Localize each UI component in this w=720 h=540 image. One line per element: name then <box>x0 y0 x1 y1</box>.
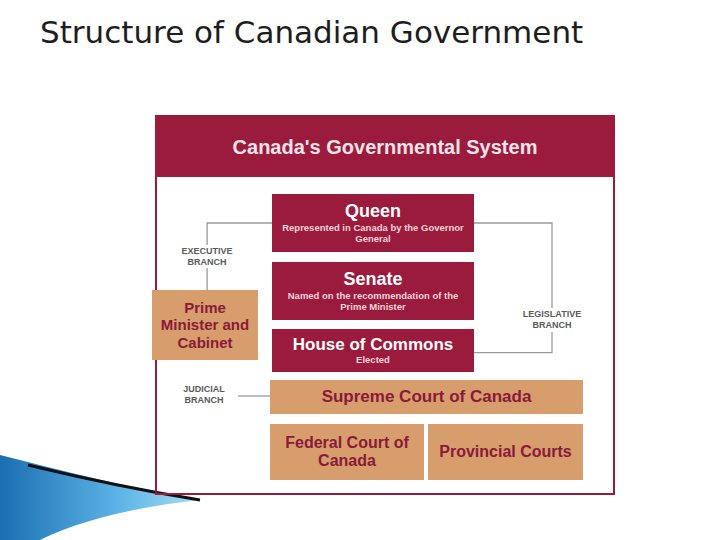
corner-swoosh <box>0 455 200 540</box>
branch-bracket <box>474 223 552 353</box>
slide-title: Structure of Canadian Government <box>40 14 583 50</box>
cabinet-box: Prime Minister and Cabinet <box>152 290 258 360</box>
judicial-leader <box>238 395 270 396</box>
court-box: Supreme Court of Canada <box>270 380 583 414</box>
branch-label: JUDICIAL BRANCH <box>174 383 234 407</box>
box-title: Prime Minister and Cabinet <box>157 299 253 351</box>
header-band: Canada's Governmental System <box>157 117 613 177</box>
box-note: Represented in Canada by the Governor Ge… <box>277 223 469 245</box>
box-note: Elected <box>356 355 390 366</box>
commons-box: House of CommonsElected <box>272 329 474 372</box>
court-box: Federal Court of Canada <box>270 424 424 480</box>
box-title: Queen <box>345 201 401 222</box>
box-title: Federal Court of Canada <box>275 434 419 471</box>
box-title: Provincial Courts <box>439 443 571 461</box>
box-title: House of Commons <box>293 335 454 355</box>
header-text: Canada's Governmental System <box>233 136 538 159</box>
box-note: Named on the recommendation of the Prime… <box>277 291 469 313</box>
branch-label: LEGISLATIVE BRANCH <box>512 308 592 332</box>
monarch-box: QueenRepresented in Canada by the Govern… <box>272 194 474 252</box>
box-title: Supreme Court of Canada <box>322 387 532 407</box>
senate-box: SenateNamed on the recommendation of the… <box>272 262 474 320</box>
court-box: Provincial Courts <box>428 424 583 480</box>
branch-label: EXECUTIVE BRANCH <box>167 245 247 269</box>
box-title: Senate <box>343 269 402 290</box>
diagram-frame: Canada's Governmental SystemQueenReprese… <box>155 115 615 495</box>
